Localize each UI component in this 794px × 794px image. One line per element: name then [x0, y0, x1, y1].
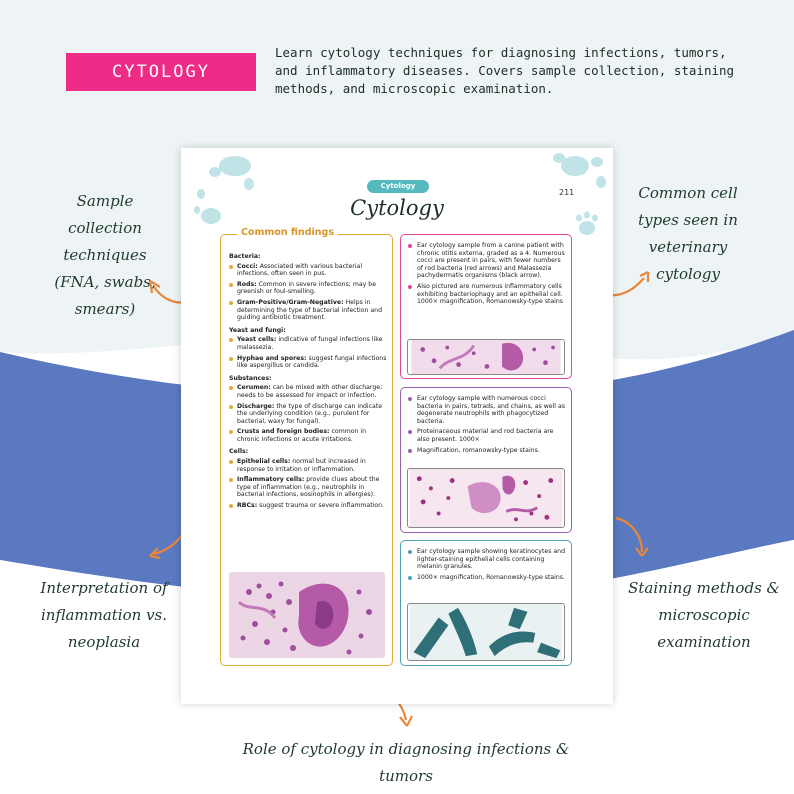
desc: Common in severe infections; may be gree…: [237, 280, 377, 296]
desc: the type of discharge can indicate the u…: [237, 402, 383, 425]
cytology-micrograph: [407, 339, 565, 375]
caption-box-3: Ear cytology sample showing keratinocyte…: [400, 540, 572, 666]
document-page: Cytology 211 Cytology Common findings Ba…: [181, 148, 613, 704]
term: Discharge:: [237, 402, 275, 410]
desc: suggest trauma or severe inflammation.: [259, 502, 385, 510]
bullet-icon: [229, 404, 233, 409]
bullet-icon: [408, 284, 412, 289]
caption-box-2: Ear cytology sample with numerous cocci …: [400, 387, 572, 533]
list-item: Also pictured are numerous inflammatory …: [408, 283, 566, 306]
list-item: Magnification, romanowsky-type stains.: [408, 447, 566, 455]
bullet-icon: [229, 430, 233, 435]
cytology-micrograph: [229, 572, 385, 658]
bullet-icon: [229, 282, 233, 287]
bullet-icon: [408, 575, 412, 580]
list-item: Ear cytology sample showing keratinocyte…: [408, 548, 566, 571]
list-item: Yeast cells: indicative of fungal infect…: [229, 336, 389, 351]
bullet-icon: [408, 448, 412, 453]
common-findings-box: Common findings Bacteria: Cocci: Associa…: [220, 227, 393, 666]
bullet-icon: [229, 504, 233, 509]
cytology-micrograph: [407, 468, 565, 528]
caption-text: Magnification, romanowsky-type stains.: [417, 446, 540, 454]
bullet-icon: [408, 244, 412, 248]
page-title: Cytology: [350, 196, 444, 220]
page-number: 211: [559, 188, 575, 197]
term: Rods:: [237, 280, 257, 288]
callout-sample-collection: Sample collection techniques (FNA, swabs…: [54, 192, 156, 318]
bullet-icon: [229, 356, 233, 361]
callout-interpretation: Interpretation of inflammation vs. neopl…: [40, 579, 168, 651]
desc: normal but increased in response to irri…: [237, 458, 366, 473]
term: Cerumen:: [237, 384, 271, 392]
caption-text: 1000× magnification, Romanowsky-type sta…: [417, 573, 565, 581]
list-item: Hyphae and spores: suggest fungal infect…: [229, 355, 389, 370]
callout-cell-types: Common cell types seen in veterinary cyt…: [638, 184, 738, 283]
list-item: Rods: Common in severe infections; may b…: [229, 281, 389, 296]
callout-role: Role of cytology in diagnosing infection…: [242, 740, 570, 785]
list-item: Inflammatory cells: provide clues about …: [229, 476, 389, 499]
findings-list: Bacteria: Cocci: Associated with various…: [229, 248, 389, 513]
bullet-icon: [229, 386, 233, 391]
common-findings-heading: Common findings: [237, 227, 338, 238]
list-item: Gram-Positive/Gram-Negative: Helps in de…: [229, 299, 389, 322]
section-title: Substances:: [229, 374, 272, 382]
bullet-icon: [229, 300, 233, 305]
caption-list: Ear cytology sample showing keratinocyte…: [408, 548, 566, 584]
caption-text: Ear cytology sample with numerous cocci …: [417, 395, 565, 425]
caption-text: Ear cytology sample from a canine patien…: [417, 242, 565, 280]
desc: provide clues about the type of inflamma…: [237, 476, 380, 499]
term: Cocci:: [237, 262, 258, 270]
list-item: Cocci: Associated with various bacterial…: [229, 263, 389, 278]
list-item: Cerumen: can be mixed with other dischar…: [229, 384, 389, 399]
term: Hyphae and spores:: [237, 354, 307, 362]
caption-list: Ear cytology sample from a canine patien…: [408, 242, 566, 309]
term: Crusts and foreign bodies:: [237, 428, 330, 436]
section-title: Cells:: [229, 448, 249, 456]
section-pill: Cytology: [367, 180, 429, 193]
section-title: Bacteria:: [229, 253, 261, 260]
paw-print-icon: [553, 153, 606, 235]
desc: indicative of fungal infections like mal…: [237, 336, 383, 351]
list-item: Ear cytology sample with numerous cocci …: [408, 395, 566, 425]
bullet-icon: [229, 460, 233, 465]
list-item: Crusts and foreign bodies: common in chr…: [229, 428, 389, 443]
term: Epithelial cells:: [237, 458, 291, 466]
bullet-icon: [408, 397, 412, 401]
term: Yeast cells:: [237, 336, 277, 344]
list-item: RBCs: suggest trauma or severe inflammat…: [229, 502, 389, 510]
term: Inflammatory cells:: [237, 476, 305, 484]
desc: can be mixed with other discharge; needs…: [237, 384, 383, 399]
cytology-micrograph: [407, 603, 565, 661]
desc: Helps in determining the type of bacteri…: [237, 298, 383, 322]
caption-text: Also pictured are numerous inflammatory …: [417, 282, 564, 306]
caption-text: Ear cytology sample showing keratinocyte…: [417, 548, 566, 571]
desc: suggest fungal infections like aspergill…: [237, 354, 387, 370]
bullet-icon: [229, 478, 233, 483]
bullet-icon: [408, 550, 412, 554]
cytology-tag: CYTOLOGY: [66, 53, 256, 91]
callout-staining: Staining methods & microscopic examinati…: [628, 579, 780, 651]
paw-print-icon: [194, 156, 254, 224]
bullet-icon: [408, 430, 412, 435]
section-title: Yeast and fungi:: [229, 326, 286, 334]
bullet-icon: [229, 264, 233, 269]
list-item: Ear cytology sample from a canine patien…: [408, 242, 566, 280]
caption-box-1: Ear cytology sample from a canine patien…: [400, 234, 572, 379]
list-item: Proteinaceous material and rod bacteria …: [408, 428, 566, 443]
desc: Associated with various bacterial infect…: [237, 262, 363, 278]
term: RBCs:: [237, 502, 258, 510]
caption-list: Ear cytology sample with numerous cocci …: [408, 395, 566, 457]
list-item: Discharge: the type of discharge can ind…: [229, 403, 389, 426]
desc: common in chronic infections or acute ir…: [237, 428, 367, 443]
term: Gram-Positive/Gram-Negative:: [237, 298, 344, 306]
intro-text: Learn cytology techniques for diagnosing…: [275, 45, 735, 96]
bullet-icon: [229, 338, 233, 343]
caption-text: Proteinaceous material and rod bacteria …: [417, 428, 554, 443]
arrow-staining: [615, 516, 649, 557]
list-item: 1000× magnification, Romanowsky-type sta…: [408, 574, 566, 582]
list-item: Epithelial cells: normal but increased i…: [229, 458, 389, 473]
